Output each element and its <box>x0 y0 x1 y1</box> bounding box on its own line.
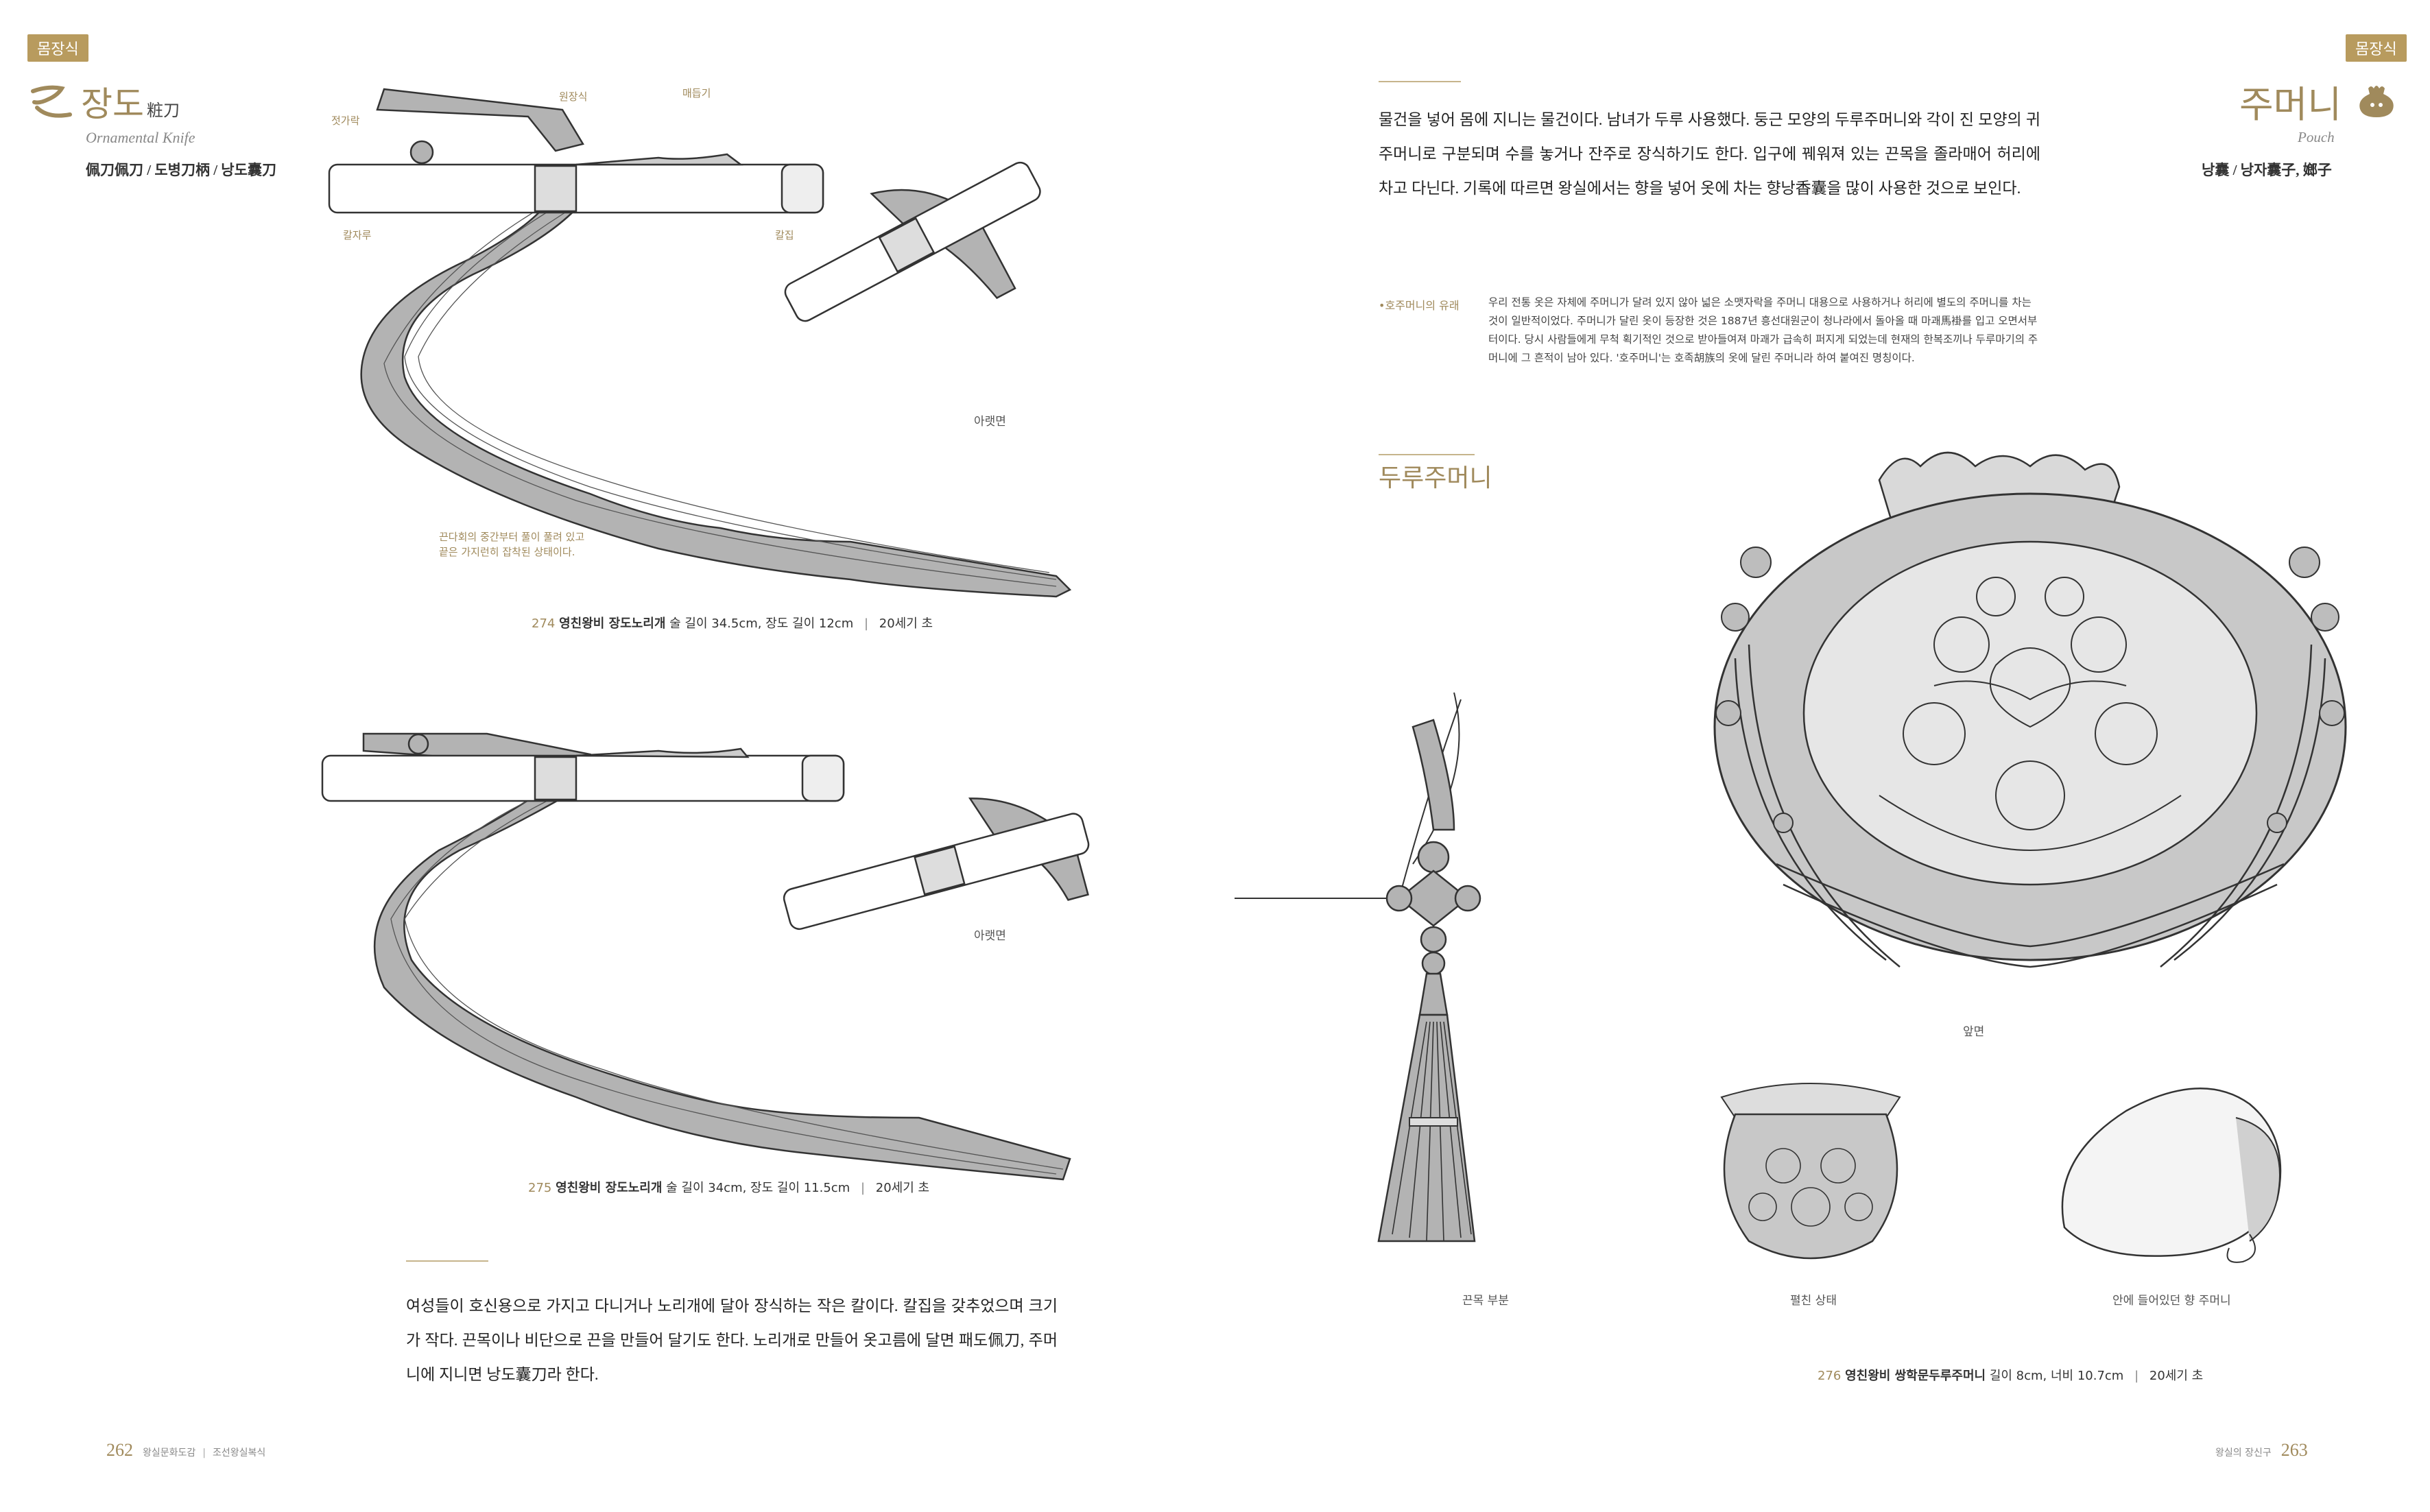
caption-number: 275 <box>528 1181 552 1195</box>
label-open-state: 펼친 상태 <box>1790 1294 1837 1308</box>
caption-separator: | <box>863 616 869 631</box>
origin-title: •호주머니의 유래 <box>1379 299 1460 312</box>
footer-right: 왕실의 장신구 263 <box>2215 1440 2308 1461</box>
alt-names-left: 佩刀佩刀 / 도병刀柄 / 낭도囊刀 <box>86 162 276 178</box>
caption-era: 20세기 초 <box>2149 1369 2204 1383</box>
title-english-right: Pouch <box>2298 129 2335 145</box>
label-tassel-note: 끈다회의 중간부터 풀이 풀려 있고 끝은 가지런히 잡착된 상태이다. <box>439 531 585 558</box>
pouch-logo-icon <box>2359 86 2394 117</box>
caption-text: 술 길이 34.5cm, 장도 길이 12cm <box>669 616 854 631</box>
caption-title: 영친왕비 장도노리개 <box>559 616 666 631</box>
label-cord-part: 끈목 부분 <box>1462 1294 1509 1308</box>
cord-tassel-illustration <box>1235 692 1481 1243</box>
title-logo-icon <box>31 85 72 118</box>
label-inner-pouch: 안에 들어있던 향 주머니 <box>2112 1294 2231 1308</box>
footer-title-right: 왕실의 장신구 <box>2215 1448 2272 1459</box>
caption-274: 274 영친왕비 장도노리개 술 길이 34.5cm, 장도 길이 12cm |… <box>532 614 933 632</box>
label-front: 앞면 <box>1963 1025 1985 1039</box>
origin-text: 우리 전통 옷은 자체에 주머니가 달려 있지 않아 넓은 소맷자락을 주머니 … <box>1488 296 2038 364</box>
divider-left <box>406 1260 488 1262</box>
divider-subhead <box>1379 454 1475 455</box>
footer-left: 262 왕실문화도감 | 조선왕실복식 <box>106 1440 265 1461</box>
pouch-open-illustration <box>1720 1083 1901 1260</box>
knife-illustration-2 <box>321 732 1090 1181</box>
pouch-front-illustration <box>1713 451 2347 968</box>
label-ornament: 원장식 <box>559 91 588 103</box>
inner-pouch-illustration <box>2061 1088 2282 1263</box>
label-handle: 칼자루 <box>343 229 372 241</box>
label-back-view-1: 아랫면 <box>974 415 1006 429</box>
section-tag-right: 몸장식 <box>2346 34 2407 62</box>
caption-number: 276 <box>1818 1369 1842 1383</box>
label-tip: 젓가락 <box>331 115 360 127</box>
page-number-right: 263 <box>2280 1440 2308 1460</box>
caption-text: 술 길이 34cm, 장도 길이 11.5cm <box>666 1181 850 1195</box>
caption-separator: | <box>860 1181 866 1195</box>
subhead-durumeoni: 두루주머니 <box>1379 464 1492 492</box>
caption-number: 274 <box>532 616 556 631</box>
alt-names-right: 낭囊 / 낭자囊子, 嫏子 <box>2202 162 2332 178</box>
title-hanja: 粧刀 <box>147 102 180 120</box>
divider-right-top <box>1379 81 1461 82</box>
knife-illustration-1 <box>328 88 1072 598</box>
caption-title: 영친왕비 쌍학문두루주머니 <box>1845 1369 1986 1383</box>
label-back-view-2: 아랫면 <box>974 929 1006 943</box>
title-english-left: Ornamental Knife <box>86 129 195 146</box>
title-korean: 장도 <box>81 85 144 123</box>
caption-title: 영친왕비 장도노리개 <box>556 1181 663 1195</box>
caption-text: 길이 8cm, 너비 10.7cm <box>1989 1369 2124 1383</box>
body-text-left: 여성들이 호신용으로 가지고 다니거나 노리개에 달아 장식하는 작은 칼이다.… <box>406 1297 1058 1383</box>
footer-separator: | <box>202 1448 206 1459</box>
label-sheath: 칼집 <box>775 229 794 241</box>
label-knot: 매듭기 <box>682 87 711 99</box>
section-tag-left: 몸장식 <box>27 34 88 62</box>
title-right: 주머니 <box>2239 84 2342 125</box>
caption-276: 276 영친왕비 쌍학문두루주머니 길이 8cm, 너비 10.7cm | 20… <box>1818 1366 2203 1384</box>
footer-subtitle-left: 조선왕실복식 <box>213 1448 266 1459</box>
caption-era: 20세기 초 <box>879 616 933 631</box>
caption-275: 275 영친왕비 장도노리개 술 길이 34cm, 장도 길이 11.5cm |… <box>528 1178 929 1196</box>
intro-text-right: 물건을 넣어 몸에 지니는 물건이다. 남녀가 두루 사용했다. 둥근 모양의 … <box>1379 111 2040 197</box>
caption-separator: | <box>2134 1369 2139 1383</box>
footer-title-left: 왕실문화도감 <box>143 1448 196 1459</box>
page-number-left: 262 <box>106 1440 133 1460</box>
caption-era: 20세기 초 <box>875 1181 930 1195</box>
